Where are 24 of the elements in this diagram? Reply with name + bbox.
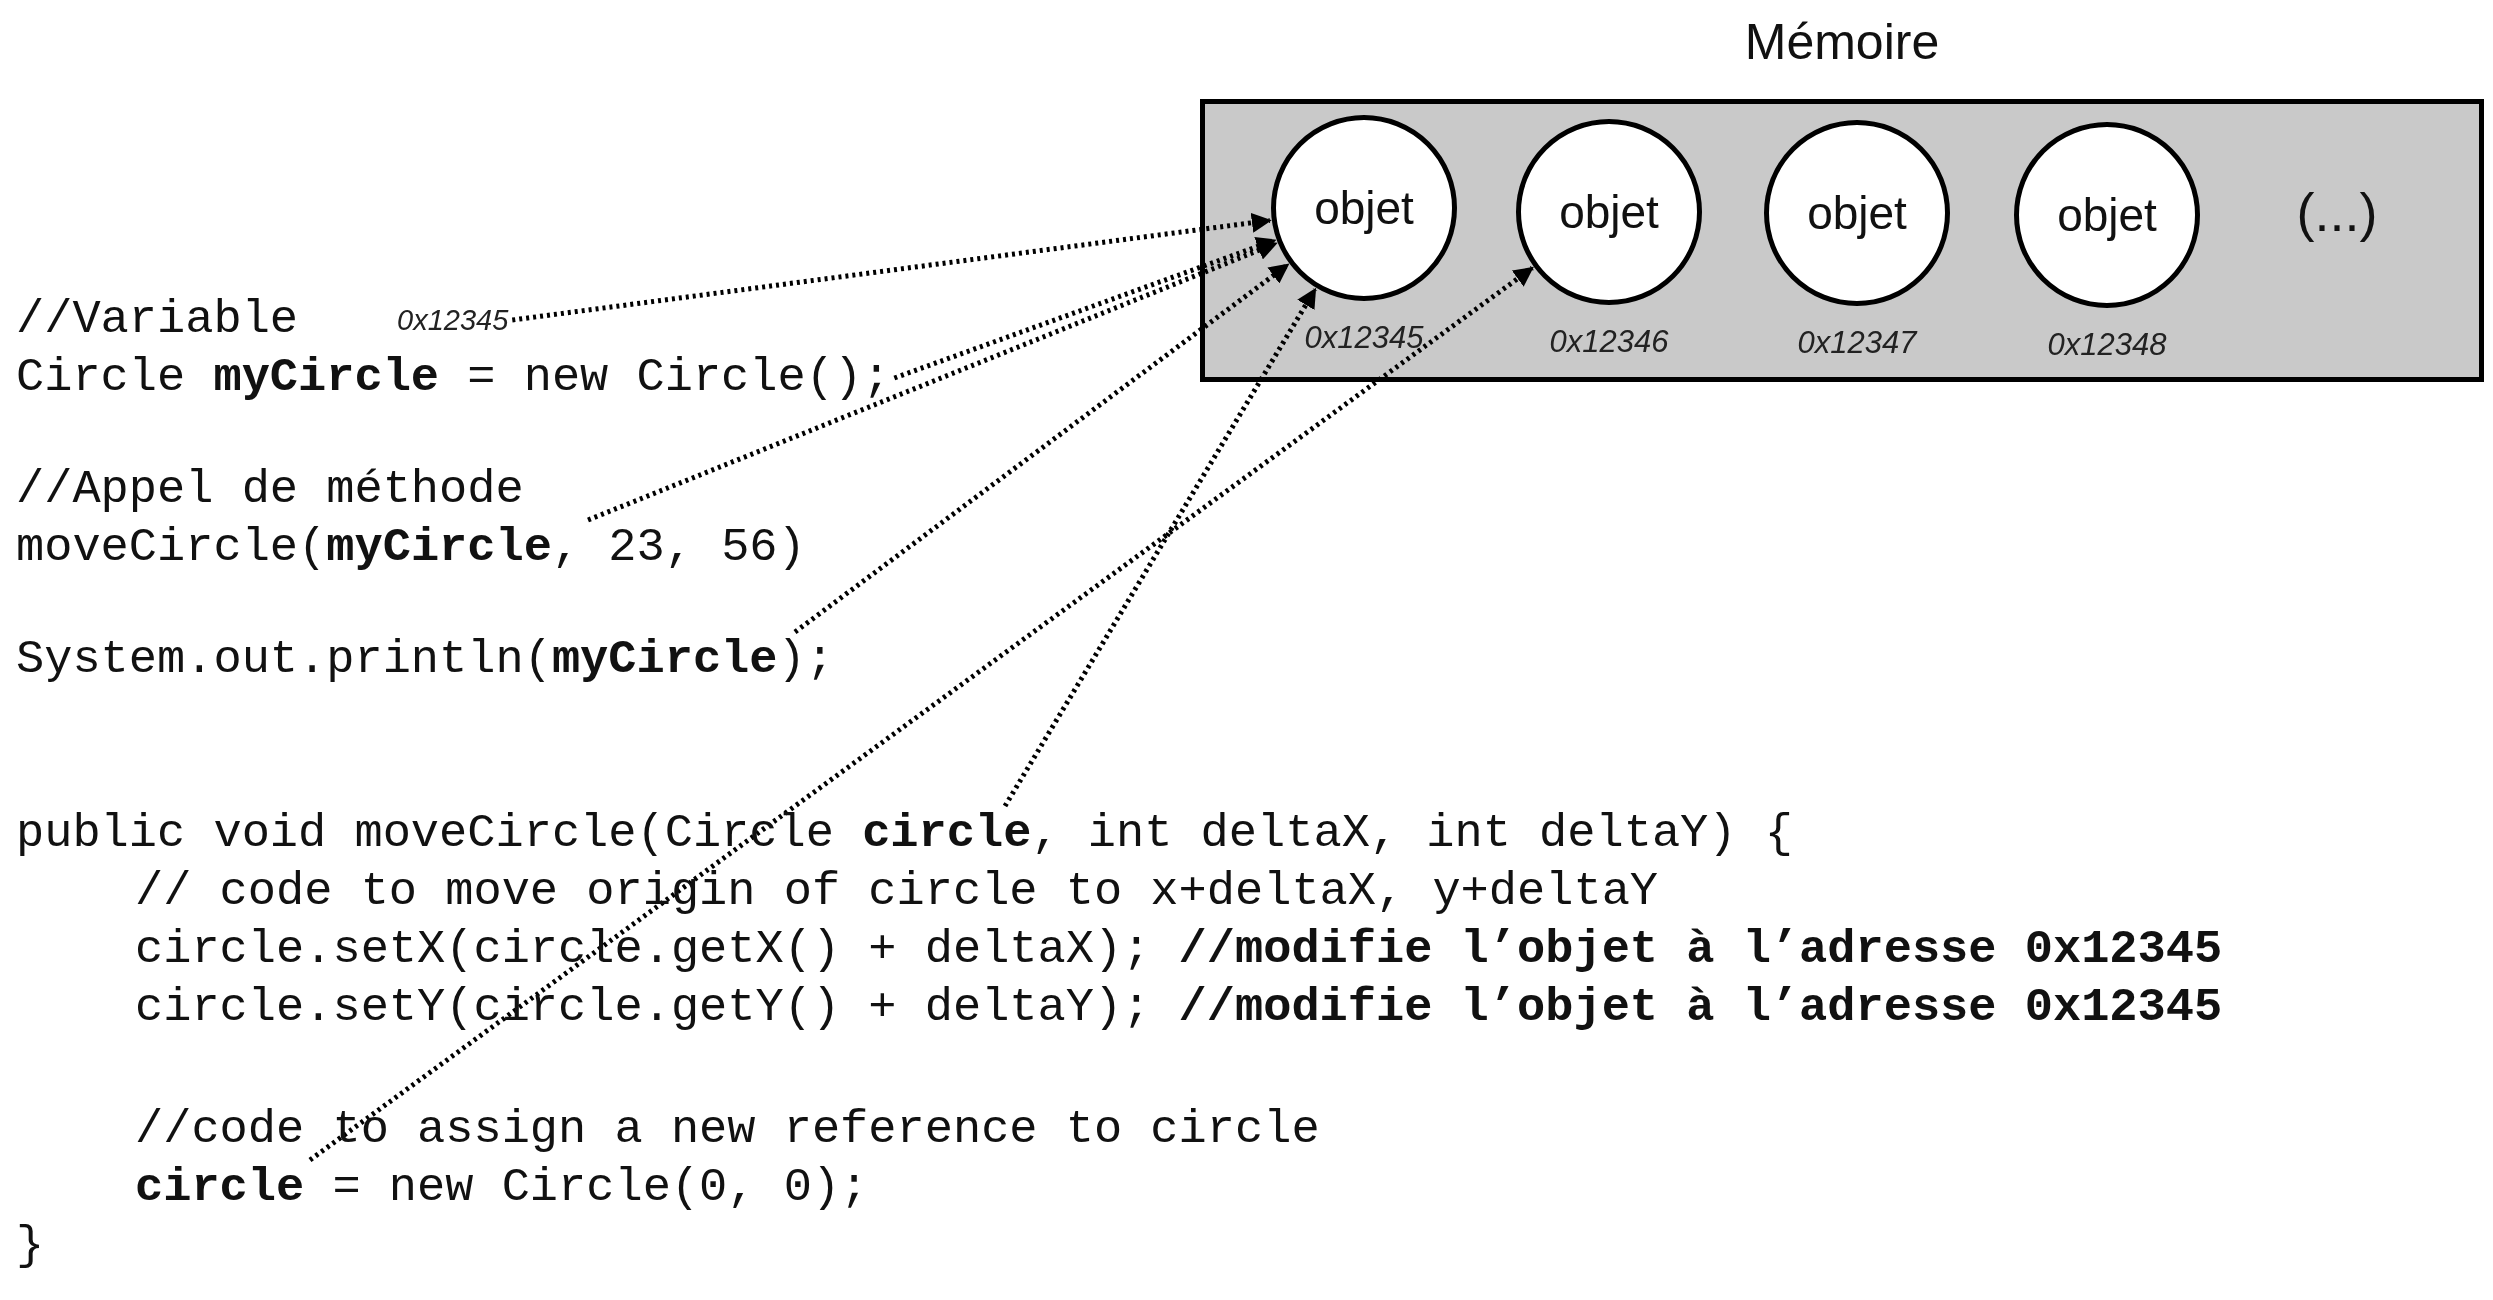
object-circle: objet xyxy=(1271,115,1457,301)
code-line: circle = new Circle(0, 0); xyxy=(135,1160,869,1216)
code-comment: //Appel de méthode xyxy=(16,462,524,518)
code-line: Circle myCircle = new Circle(); xyxy=(16,350,891,406)
memory-address: 0x12348 xyxy=(2046,328,2168,362)
dotted-arrow xyxy=(308,266,1534,1162)
ellipsis-label: (...) xyxy=(2295,181,2379,244)
dotted-arrow xyxy=(587,240,1278,523)
code-comment: //Variable xyxy=(16,292,299,348)
dotted-arrow xyxy=(793,262,1290,634)
address-label: 0x12345 xyxy=(397,303,509,337)
object-circle: objet xyxy=(1516,119,1702,305)
memory-address: 0x12346 xyxy=(1548,325,1670,359)
memory-address: 0x12345 xyxy=(1303,321,1425,355)
object-circle: objet xyxy=(1764,120,1950,306)
code-line: moveCircle(myCircle, 23, 56) xyxy=(16,520,806,576)
memory-address: 0x12347 xyxy=(1796,326,1919,360)
code-line: System.out.println(myCircle); xyxy=(16,632,834,688)
memory-heading: Mémoire xyxy=(1743,13,1941,72)
dotted-arrow xyxy=(511,212,1272,323)
dotted-arrow xyxy=(1002,287,1318,808)
code-comment: } xyxy=(16,1218,45,1274)
dotted-arrow xyxy=(893,237,1277,381)
object-circle: objet xyxy=(2014,122,2200,308)
